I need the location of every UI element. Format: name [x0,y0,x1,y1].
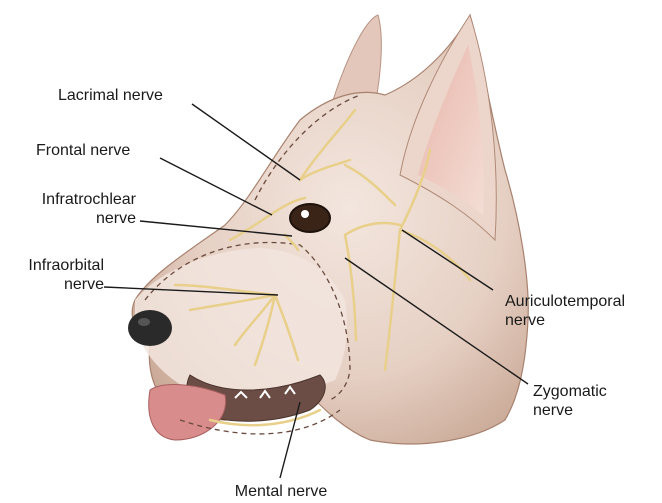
label-infraorbital-nerve: Infraorbital nerve [6,256,104,294]
label-mental-nerve: Mental nerve [206,482,356,501]
tongue [149,385,226,440]
label-auriculotemporal-nerve: Auriculotemporal nerve [505,292,625,330]
label-zygomatic-nerve: Zygomatic nerve [533,382,607,420]
label-lacrimal-nerve: Lacrimal nerve [58,86,163,105]
label-infratrochlear-nerve: Infratrochlear nerve [8,190,136,228]
nose [128,310,172,346]
label-frontal-nerve: Frontal nerve [36,141,130,160]
eye [290,204,330,232]
